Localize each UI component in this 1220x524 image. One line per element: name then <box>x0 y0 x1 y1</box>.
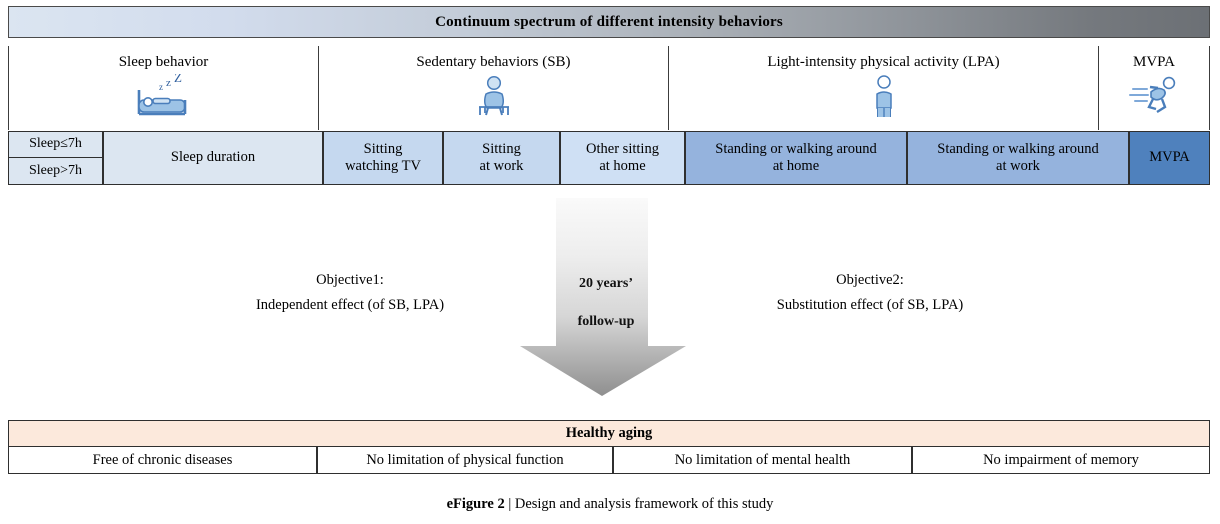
healthy-aging-components-row: Free of chronic diseases No limitation o… <box>8 446 1210 474</box>
continuum-spectrum-bar: Continuum spectrum of different intensit… <box>8 6 1210 38</box>
healthy-aging-title: Healthy aging <box>565 425 653 441</box>
behavior-label-line2: at home <box>599 158 646 174</box>
objective-2-description: Substitution effect (of SB, LPA) <box>776 297 964 314</box>
healthy-aging-component-physical-function: No limitation of physical function <box>317 446 613 474</box>
behavior-cell-sleep-duration: Sleep duration <box>103 131 323 185</box>
category-label: Sleep behavior <box>118 54 209 70</box>
category-sedentary-behaviors: Sedentary behaviors (SB) <box>318 46 668 130</box>
category-light-intensity-physical-activity: Light-intensity physical activity (LPA) <box>668 46 1098 130</box>
svg-text:Z: Z <box>174 74 182 85</box>
healthy-aging-component-mental-health: No limitation of mental health <box>613 446 912 474</box>
objective-2-heading: Objective2: <box>836 272 904 288</box>
objective-1-heading: Objective1: <box>316 272 384 288</box>
category-sleep-behavior: Sleep behavior z z Z <box>8 46 318 130</box>
figure-caption: eFigure 2 | Design and analysis framewor… <box>0 496 1220 513</box>
arrow-label-line2: follow-up <box>577 314 635 329</box>
behavior-label-line2: watching TV <box>345 158 421 174</box>
figure-caption-text: | Design and analysis framework of this … <box>504 496 774 512</box>
behavior-cell-sitting-watching-tv: Sitting watching TV <box>323 131 443 185</box>
component-label: No limitation of physical function <box>366 451 564 468</box>
healthy-aging-banner: Healthy aging <box>8 420 1210 447</box>
category-label: MVPA <box>1133 54 1175 70</box>
behavior-label-line1: Standing or walking around <box>715 140 877 157</box>
spectrum-title: Continuum spectrum of different intensit… <box>435 13 783 30</box>
category-mvpa: MVPA <box>1098 46 1210 130</box>
behavior-cell-mvpa: MVPA <box>1129 131 1210 185</box>
sitting-person-icon <box>469 73 519 119</box>
behavior-cell-sitting-at-work: Sitting at work <box>443 131 560 185</box>
behavior-label-line1: Sitting <box>363 140 403 157</box>
behavior-label-line2: at work <box>479 158 524 174</box>
component-label: Free of chronic diseases <box>92 451 233 468</box>
figure-caption-number: eFigure 2 <box>446 496 505 512</box>
healthy-aging-component-memory: No impairment of memory <box>912 446 1210 474</box>
component-label: No limitation of mental health <box>674 451 851 468</box>
behavior-label-line1: Sitting <box>482 140 521 157</box>
objective-1-text: Objective1: Independent effect (of SB, L… <box>180 268 520 319</box>
healthy-aging-component-chronic-diseases: Free of chronic diseases <box>8 446 317 474</box>
behavior-label-line2: at home <box>772 158 820 174</box>
behavior-strip: Sleep≤7h Sleep>7h Sleep duration Sitting… <box>8 131 1210 185</box>
behavior-label-line1: Other sitting <box>586 140 659 157</box>
arrow-label-line1: 20 years’ <box>578 276 634 291</box>
behavior-cell-sleep-threshold: Sleep≤7h Sleep>7h <box>8 131 103 185</box>
behavior-label: Sleep duration <box>170 149 256 166</box>
category-label: Light-intensity physical activity (LPA) <box>767 54 1000 70</box>
running-person-icon <box>1127 73 1181 119</box>
category-label: Sedentary behaviors (SB) <box>416 54 571 70</box>
svg-text:z: z <box>166 77 171 89</box>
objective-1-description: Independent effect (of SB, LPA) <box>255 297 445 314</box>
standing-person-icon <box>867 73 901 119</box>
sleeping-person-in-bed-icon: z z Z <box>127 73 201 119</box>
svg-text:z: z <box>159 82 163 92</box>
down-arrow-icon <box>520 198 686 396</box>
sleep-over-7h-label: Sleep>7h <box>29 162 82 178</box>
component-label: No impairment of memory <box>983 451 1139 468</box>
objective-2-text: Objective2: Substitution effect (of SB, … <box>700 268 1040 319</box>
follow-up-arrow: 20 years’ follow-up <box>518 198 694 398</box>
behavior-cell-other-sitting-at-home: Other sitting at home <box>560 131 685 185</box>
behavior-cell-standing-walking-home: Standing or walking around at home <box>685 131 907 185</box>
category-header-row: Sleep behavior z z Z <box>8 46 1210 130</box>
sleep-under-7h-label: Sleep≤7h <box>9 132 102 158</box>
behavior-label-line2: at work <box>996 158 1040 174</box>
behavior-label: MVPA <box>1149 149 1190 166</box>
behavior-cell-standing-walking-work: Standing or walking around at work <box>907 131 1129 185</box>
behavior-label-line1: Standing or walking around <box>937 140 1099 157</box>
